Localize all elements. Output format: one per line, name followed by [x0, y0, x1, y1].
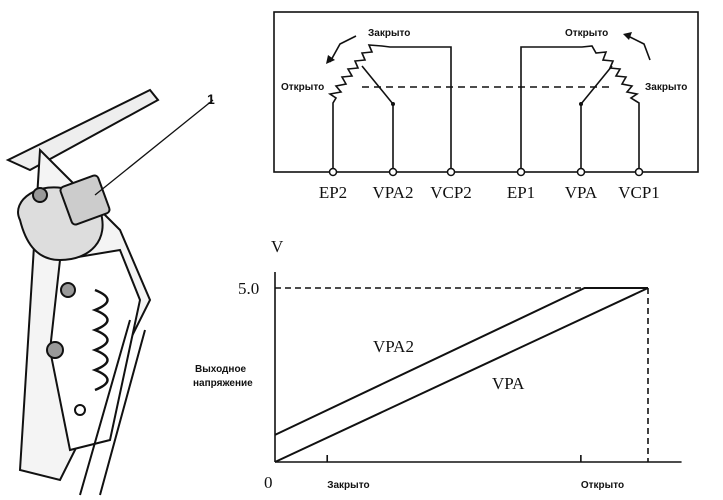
arrow-right	[627, 35, 651, 61]
origin-label: 0	[264, 473, 273, 492]
series-line-vpa2	[274, 287, 648, 436]
voltage-chart	[274, 272, 682, 463]
y-tick-label: 5.0	[238, 279, 259, 298]
terminal-label: VPA	[565, 183, 598, 202]
left-open-label: Открыто	[281, 82, 324, 93]
resistor-vpa2	[327, 44, 452, 172]
terminal-vpa	[576, 167, 586, 177]
terminal-label: EP2	[319, 183, 347, 202]
left-closed-label: Закрыто	[368, 28, 410, 39]
terminal-vpa2	[388, 167, 398, 177]
arrow-left	[329, 35, 357, 63]
terminals[interactable]	[328, 167, 644, 177]
circuit-schematic	[273, 11, 699, 173]
right-open-label: Открыто	[565, 28, 608, 39]
series-line-vpa	[274, 287, 649, 463]
terminal-vcp1	[634, 167, 644, 177]
wiper-vpa	[580, 65, 613, 172]
callout-label: 1	[207, 91, 215, 107]
pedal-assembly-illustration	[5, 88, 160, 496]
callout-leader-line	[94, 99, 214, 196]
arrowheads	[326, 32, 632, 64]
wiper-vpa2	[361, 65, 394, 172]
terminal-label: EP1	[507, 183, 535, 202]
y-axis-label-line2: напряжение	[193, 378, 253, 389]
sensor-housing-box	[273, 11, 699, 173]
terminal-label: VCP2	[430, 183, 472, 202]
resistor-vpa	[520, 45, 640, 172]
y-axis-unit: V	[271, 237, 284, 256]
right-closed-label: Закрыто	[645, 82, 687, 93]
terminal-vcp2	[446, 167, 456, 177]
series-label-vpa: VPA	[492, 374, 525, 393]
y-axis-label-line1: Выходное	[195, 364, 247, 375]
series-label-vpa2: VPA2	[373, 337, 414, 356]
terminal-ep1	[516, 167, 526, 177]
terminal-ep2	[328, 167, 338, 177]
x-tick-label-closed: Закрыто	[327, 480, 369, 491]
terminal-label: VCP1	[618, 183, 660, 202]
x-tick-label-open: Открыто	[581, 480, 624, 491]
terminal-label: VPA2	[373, 183, 414, 202]
